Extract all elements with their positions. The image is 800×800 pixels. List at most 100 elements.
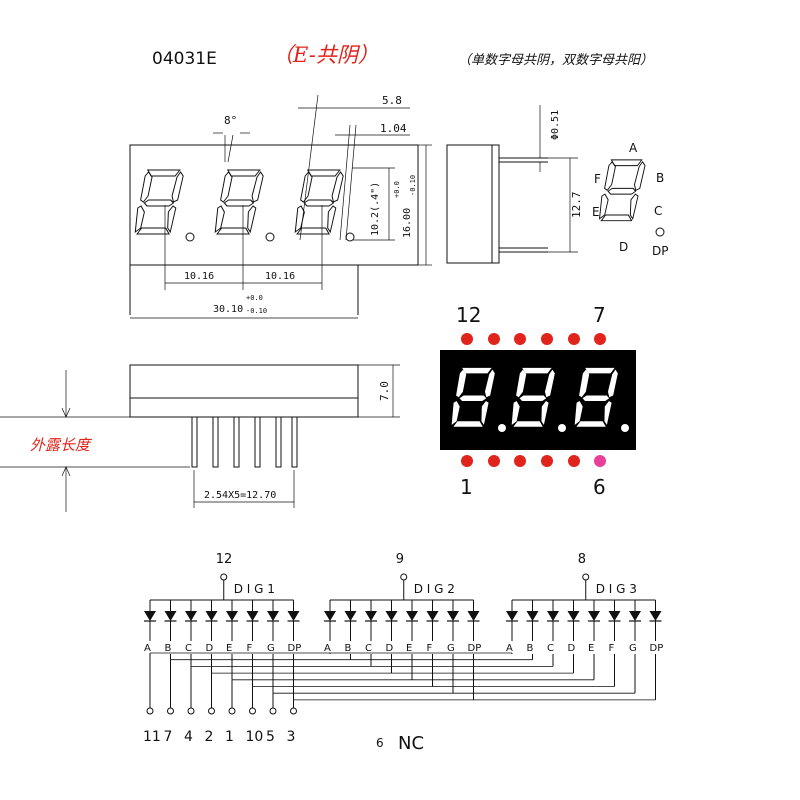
diode-symbol <box>323 610 337 622</box>
front-view: 8° 5.8 1.04 10.2(.4") +0.0 16.00 -0.10 1… <box>129 94 432 319</box>
exposed-length-label: 外露长度 <box>30 436 92 454</box>
segment-thickness-dim: 1.04 <box>380 122 407 135</box>
body-height-dim: 16.00 <box>402 208 413 238</box>
body-width-tol-top: +0.0 <box>246 294 263 302</box>
segment-label-a: A <box>506 643 513 654</box>
segment-label-dp: DP <box>468 643 482 654</box>
segment-label-b: B <box>165 643 172 654</box>
diode-symbol <box>587 610 601 622</box>
segment-label-d: D <box>206 643 214 654</box>
pin-label-7: 7 <box>593 303 606 327</box>
segment-label-c: C <box>654 204 662 218</box>
type-note: （E-共阴） <box>272 43 379 67</box>
segment-label-c: C <box>547 643 554 654</box>
digit-pin-terminal <box>220 573 228 581</box>
pin-spacing-dim: 2.54X5=12.70 <box>204 490 276 501</box>
segment-label-f: F <box>609 643 615 654</box>
digit-label-2: D I G 2 <box>414 582 455 596</box>
segment-label-g: G <box>629 643 637 654</box>
segment-label-d: D <box>619 240 628 254</box>
segment-legend: A B C D E F DP <box>592 141 668 258</box>
diode-symbol <box>505 610 519 622</box>
segment-label-f: F <box>594 172 601 186</box>
segment-pin-7: 7 <box>164 729 173 745</box>
schematic: 12 D I G 1 A B C D E F G DP 9 D I G 2 A B C D E F G DP 8 D I … <box>143 552 663 754</box>
pin-label-12: 12 <box>456 303 481 327</box>
diode-symbol <box>286 610 301 622</box>
diode-symbol <box>466 610 481 622</box>
segment-pin-terminal <box>228 707 236 715</box>
front-digit-3 <box>294 169 345 235</box>
digit-label-3: D I G 3 <box>596 582 637 596</box>
pin-pads-top <box>461 333 606 345</box>
segment-label-g: G <box>447 643 455 654</box>
angle-label: 8° <box>224 114 237 127</box>
front-digit-2 <box>214 169 265 235</box>
segment-label-b: B <box>656 171 664 185</box>
digit-pin-1: 12 <box>216 552 233 567</box>
body-height-tol-bot: -0.10 <box>409 175 417 196</box>
depth-dim: 7.0 <box>378 381 391 401</box>
segment-label-g: G <box>267 643 275 654</box>
segment-pin-terminal <box>208 707 215 715</box>
segment-pin-1: 1 <box>225 729 234 745</box>
model-number: 04031E <box>152 49 217 69</box>
segment-label-b: B <box>527 643 534 654</box>
segment-label-e: E <box>588 643 594 654</box>
segment-pin-terminal <box>146 707 154 715</box>
segment-label-f: F <box>247 643 253 654</box>
diode-symbol <box>266 610 280 622</box>
segment-pin-3: 3 <box>287 729 296 745</box>
segment-label-d: D <box>568 643 576 654</box>
digit-pin-2: 9 <box>396 552 404 567</box>
segment-label-dp: DP <box>650 643 664 654</box>
pitch-dim-2: 10.16 <box>265 271 295 282</box>
diode-symbol <box>245 610 260 622</box>
diode-symbol <box>628 610 642 622</box>
segment-label-e: E <box>226 643 232 654</box>
segment-label-e: E <box>592 205 600 219</box>
segment-label-c: C <box>365 643 372 654</box>
segment-label-a: A <box>144 643 151 654</box>
diode-symbol <box>225 610 239 622</box>
segment-pin-terminal <box>167 707 174 715</box>
digit-pin-terminal <box>582 573 590 581</box>
nc-pin-number: 6 <box>376 736 384 750</box>
pitch-dim-1: 10.16 <box>184 271 214 282</box>
digit-pin-3: 8 <box>578 552 586 567</box>
segment-label-c: C <box>185 643 192 654</box>
nc-label: NC <box>398 733 424 754</box>
diode-symbol <box>163 610 178 622</box>
pin-label-6: 6 <box>593 475 606 499</box>
digit-height-dim: 10.2(.4") <box>370 182 381 236</box>
pin-pads-bottom <box>461 455 606 467</box>
segment-label-dp: DP <box>288 643 302 654</box>
pin-6-pad <box>594 455 606 467</box>
common-note: （单数字母共阴，双数字母共阳） <box>458 52 653 68</box>
body-width-tol-bot: -0.10 <box>246 307 267 315</box>
diode-symbol <box>204 610 219 622</box>
segment-label-a: A <box>629 141 638 155</box>
segment-label-f: F <box>427 643 433 654</box>
diode-symbol <box>364 610 378 622</box>
segment-pin-4: 4 <box>184 729 193 745</box>
segment-pin-10: 10 <box>246 729 264 745</box>
segment-label-e: E <box>406 643 412 654</box>
segment-pin-terminal <box>187 707 195 715</box>
diode-symbol <box>425 610 440 622</box>
side-view: Φ0.51 12.7 <box>446 105 583 264</box>
diode-symbol <box>446 610 460 622</box>
segment-pin-2: 2 <box>205 729 214 745</box>
diode-symbol <box>648 610 663 622</box>
segment-label-d: D <box>386 643 394 654</box>
segment-pin-terminal <box>249 707 256 715</box>
digit-label-1: D I G 1 <box>234 582 275 596</box>
body-height-tol-top: +0.0 <box>393 181 401 198</box>
segment-width-dim: 5.8 <box>382 94 402 107</box>
diode-symbol <box>405 610 419 622</box>
front-digit-1 <box>134 169 185 235</box>
segment-label-a: A <box>324 643 331 654</box>
segment-pin-11: 11 <box>143 729 161 745</box>
diode-symbol <box>566 610 581 622</box>
